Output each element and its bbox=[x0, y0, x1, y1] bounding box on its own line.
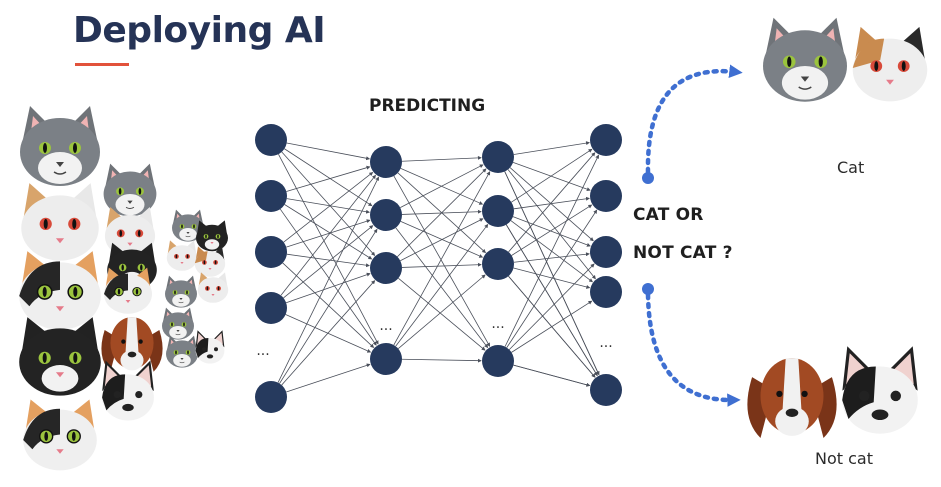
network-edge bbox=[395, 223, 489, 347]
layer-ellipsis: ... bbox=[256, 343, 269, 359]
neural-network: ............ bbox=[255, 124, 622, 413]
network-edge bbox=[279, 228, 378, 384]
not-cat-output-image bbox=[747, 348, 920, 438]
network-edge bbox=[397, 274, 486, 349]
network-node bbox=[590, 124, 622, 156]
network-edge bbox=[509, 167, 594, 242]
cat-output-image bbox=[762, 16, 928, 103]
network-node bbox=[255, 236, 287, 268]
slide-title: Deploying AI bbox=[73, 10, 326, 51]
network-edge bbox=[286, 165, 371, 192]
network-edge bbox=[507, 169, 596, 280]
network-edge bbox=[277, 176, 379, 383]
network-edge bbox=[281, 151, 376, 256]
question-line-1: CAT OR bbox=[633, 205, 704, 225]
network-node bbox=[482, 248, 514, 280]
network-edge bbox=[511, 204, 593, 256]
network-edge bbox=[280, 174, 376, 296]
network-edge bbox=[513, 364, 591, 387]
network-node bbox=[482, 141, 514, 173]
network-edge bbox=[508, 152, 596, 253]
network-edge bbox=[278, 153, 379, 345]
network-edge bbox=[398, 277, 486, 351]
layer-ellipsis: ... bbox=[491, 316, 504, 332]
network-edge bbox=[513, 267, 591, 289]
network-edge bbox=[511, 148, 593, 203]
network-edge bbox=[511, 300, 593, 353]
network-edge bbox=[505, 224, 598, 377]
question-line-2: NOT CAT ? bbox=[633, 243, 733, 263]
output-notcat-label: Not cat bbox=[815, 449, 873, 468]
network-edge bbox=[513, 252, 590, 263]
output-cat-label: Cat bbox=[837, 158, 865, 177]
network-edge bbox=[283, 171, 374, 243]
network-edge bbox=[400, 218, 484, 262]
network-node bbox=[590, 374, 622, 406]
layer-ellipsis: ... bbox=[379, 318, 392, 334]
network-edge bbox=[504, 171, 600, 376]
input-images-collage bbox=[18, 105, 229, 472]
network-edge bbox=[393, 171, 491, 346]
network-edge bbox=[279, 208, 377, 346]
stage-heading: PREDICTING bbox=[369, 96, 486, 116]
cat-face-image bbox=[18, 105, 102, 472]
network-edge bbox=[286, 198, 371, 214]
network-edge bbox=[401, 155, 482, 162]
network-edge bbox=[286, 142, 371, 161]
network-edge bbox=[286, 363, 371, 393]
network-node bbox=[370, 199, 402, 231]
network-node bbox=[370, 252, 402, 284]
network-edge bbox=[281, 280, 376, 386]
network-edge bbox=[504, 154, 599, 347]
network-node bbox=[255, 180, 287, 212]
network-node bbox=[590, 180, 622, 212]
network-edge bbox=[283, 225, 374, 299]
network-node bbox=[590, 276, 622, 308]
title-underline bbox=[75, 63, 129, 66]
network-edge bbox=[286, 253, 370, 268]
network-edge bbox=[508, 263, 595, 350]
network-edge bbox=[512, 162, 591, 192]
network-edge bbox=[284, 148, 373, 207]
network-node bbox=[255, 292, 287, 324]
network-edge bbox=[513, 196, 590, 210]
network-node bbox=[370, 146, 402, 178]
network-edge bbox=[285, 272, 371, 304]
cat-face-image bbox=[103, 163, 157, 315]
network-edge bbox=[512, 216, 591, 247]
network-edge bbox=[506, 209, 598, 348]
network-edge bbox=[393, 175, 491, 347]
network-edge bbox=[282, 262, 375, 348]
cat-face-image bbox=[161, 209, 229, 368]
network-edge bbox=[284, 204, 373, 260]
network-edge bbox=[400, 164, 484, 208]
layer-ellipsis: ... bbox=[599, 335, 612, 351]
network-edge bbox=[513, 141, 590, 155]
arrow-to-not-cat bbox=[642, 283, 741, 407]
network-node bbox=[482, 345, 514, 377]
network-node bbox=[590, 236, 622, 268]
network-edge bbox=[395, 227, 489, 349]
network-edges bbox=[277, 141, 600, 393]
network-edge bbox=[401, 262, 482, 268]
network-node bbox=[255, 381, 287, 413]
arrow-to-cat bbox=[642, 64, 743, 184]
network-edge bbox=[397, 168, 487, 258]
network-node bbox=[482, 195, 514, 227]
network-edge bbox=[401, 358, 482, 363]
dog-face-image bbox=[101, 317, 163, 422]
network-node bbox=[255, 124, 287, 156]
network-edge bbox=[286, 219, 371, 248]
network-node bbox=[370, 343, 402, 375]
